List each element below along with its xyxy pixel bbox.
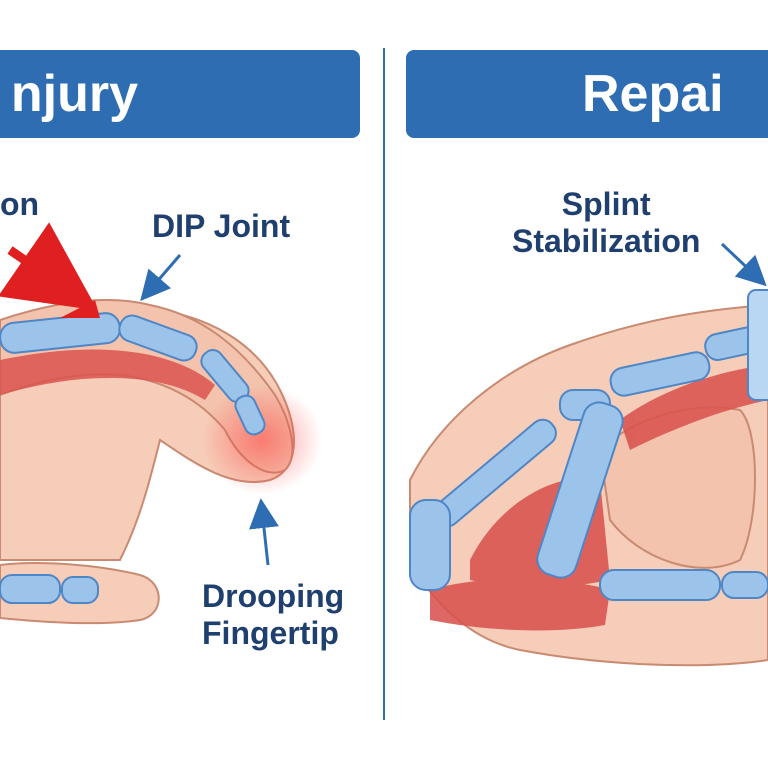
splint — [747, 289, 768, 401]
drooping-line2: Fingertip — [202, 614, 339, 651]
left-bones — [0, 312, 266, 436]
dip-joint-label: DIP Joint — [152, 208, 291, 244]
drooping-fingertip-label: Drooping Fingertip — [202, 578, 344, 652]
repair-header: Repai — [406, 50, 768, 138]
left-hand-illustration — [0, 222, 322, 625]
splint-stabilization-label: Splint Stabilization — [512, 186, 700, 260]
tendon-label: on — [0, 186, 40, 222]
repair-title: Repai — [582, 65, 724, 123]
right-hand-illustration — [409, 242, 768, 667]
splint-line1: Splint — [561, 186, 651, 222]
injury-title: njury — [10, 65, 138, 123]
left-muscle — [0, 349, 215, 400]
drooping-arrow — [249, 498, 279, 566]
fingertip-glow — [202, 385, 322, 495]
panel-divider — [383, 48, 385, 720]
dip-arrow — [140, 254, 182, 302]
left-thumb-bones — [0, 574, 99, 604]
drooping-line1: Drooping — [202, 578, 345, 614]
injury-header: njury — [0, 50, 360, 138]
splint-line2: Stabilization — [512, 222, 701, 259]
splint-arrow — [720, 242, 767, 287]
tendon-arrow — [0, 222, 98, 311]
